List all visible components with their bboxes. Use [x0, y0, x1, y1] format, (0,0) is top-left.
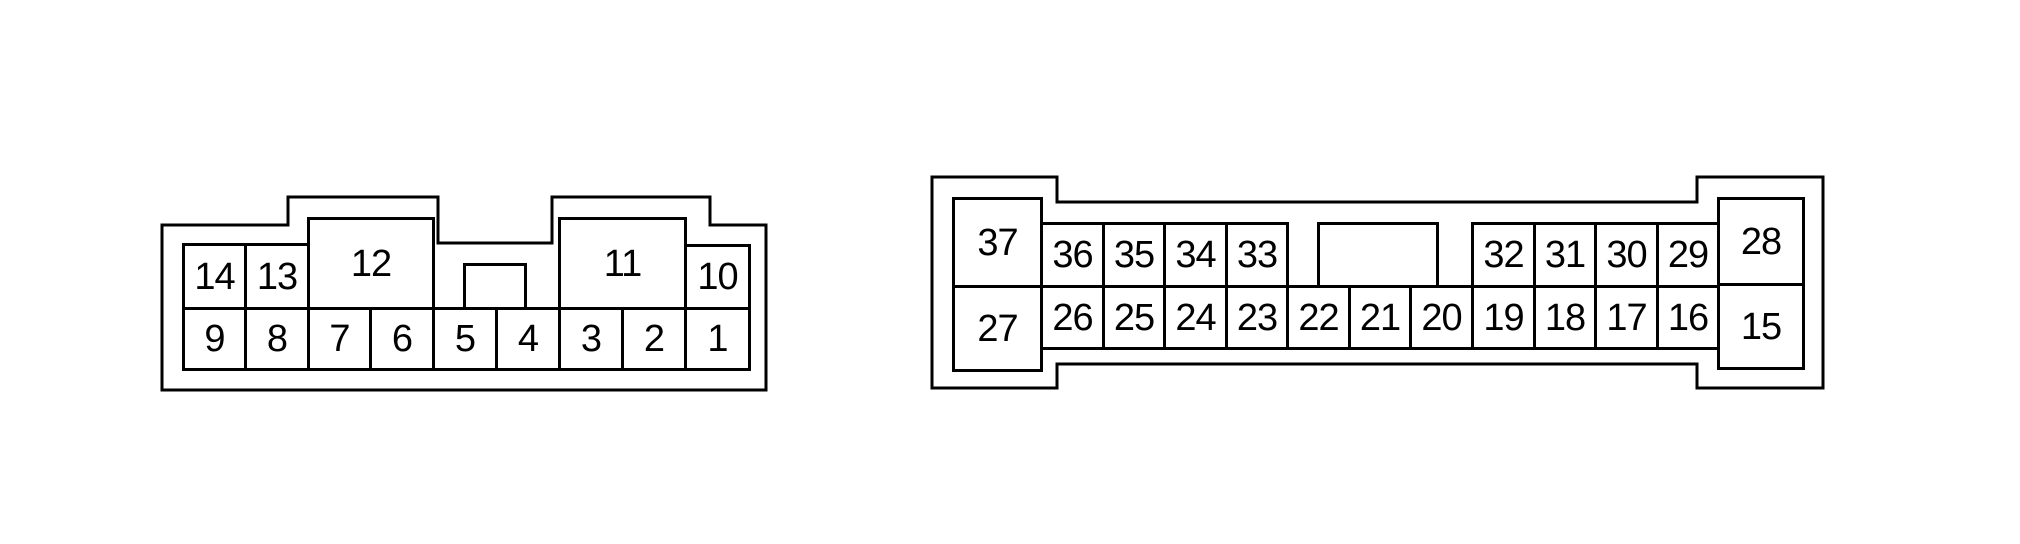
- pin-cell-26: 26: [1040, 285, 1105, 350]
- pin-cell-35: 35: [1102, 222, 1166, 288]
- pin-cell-29: 29: [1656, 222, 1720, 288]
- connector-a-outline: [160, 195, 768, 392]
- pin-cell-25: 25: [1102, 285, 1166, 350]
- pin-cell-12: 12: [307, 217, 435, 310]
- pin-cell-19: 19: [1471, 285, 1536, 350]
- pin-cell-28: 28: [1717, 197, 1805, 286]
- pin-cell-18: 18: [1533, 285, 1597, 350]
- pin-cell-20: 20: [1409, 285, 1474, 350]
- pin-cell-23: 23: [1225, 285, 1289, 350]
- pin-cell-10: 10: [684, 244, 751, 310]
- pin-cell-1: 1: [684, 307, 751, 371]
- keyway-notch-b: [1317, 222, 1439, 288]
- pin-cell-37: 37: [952, 197, 1043, 288]
- connector-b-outline: [930, 175, 1825, 390]
- pin-cell-31: 31: [1533, 222, 1597, 288]
- pin-cell-24: 24: [1163, 285, 1228, 350]
- pin-cell-8: 8: [244, 307, 310, 371]
- pin-cell-3: 3: [558, 307, 624, 371]
- pin-cell-2: 2: [621, 307, 687, 371]
- pin-cell-22: 22: [1286, 285, 1351, 350]
- pin-cell-16: 16: [1656, 285, 1720, 350]
- pin-cell-30: 30: [1594, 222, 1659, 288]
- pin-cell-17: 17: [1594, 285, 1659, 350]
- pin-cell-4: 4: [495, 307, 561, 371]
- pin-cell-6: 6: [369, 307, 435, 371]
- pin-cell-5: 5: [432, 307, 498, 371]
- pin-cell-7: 7: [307, 307, 372, 371]
- keyway-notch-a: [463, 263, 527, 310]
- pin-cell-14: 14: [182, 243, 247, 310]
- pin-cell-32: 32: [1471, 222, 1536, 288]
- pin-cell-33: 33: [1225, 222, 1289, 288]
- pin-cell-13: 13: [244, 243, 310, 310]
- pin-cell-21: 21: [1348, 285, 1412, 350]
- pin-cell-34: 34: [1163, 222, 1228, 288]
- pin-cell-9: 9: [182, 307, 247, 371]
- pin-cell-11: 11: [558, 217, 687, 310]
- pin-cell-15: 15: [1717, 283, 1805, 370]
- pin-cell-36: 36: [1040, 222, 1105, 288]
- pin-cell-27: 27: [952, 285, 1043, 372]
